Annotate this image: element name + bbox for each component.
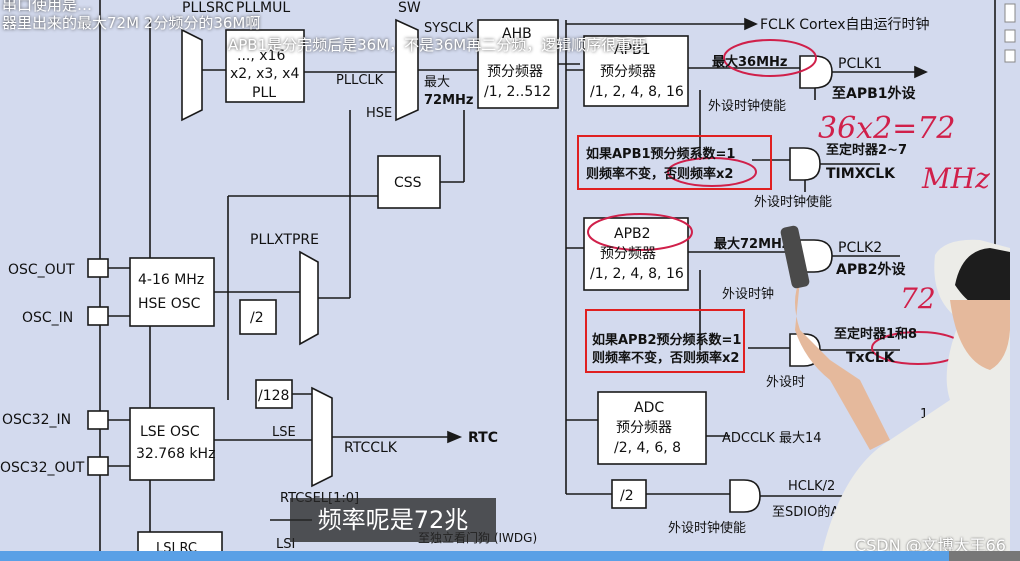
fclk-label: FCLK Cortex自由运行时钟 bbox=[760, 16, 930, 33]
playback-progress-bar[interactable] bbox=[0, 551, 1020, 561]
periph-en3-label: 外设时钟 bbox=[722, 286, 774, 302]
apb1-div: /1, 2, 4, 8, 16 bbox=[590, 84, 684, 100]
ink-circle-36mhz bbox=[723, 39, 817, 77]
scrollbar[interactable] bbox=[1002, 0, 1018, 561]
rtcclk-label: RTCCLK bbox=[344, 440, 398, 456]
lse-osc1: LSE OSC bbox=[140, 424, 200, 440]
ink-circle-x2 bbox=[667, 157, 757, 187]
css-label: CSS bbox=[394, 175, 422, 191]
pll-mult2-label: x2, x3, x4 bbox=[230, 66, 299, 82]
handwritten-72: 72 bbox=[900, 282, 936, 315]
div128-label: /128 bbox=[258, 388, 289, 404]
adc-div: /2, 4, 6, 8 bbox=[614, 440, 681, 456]
rtc-label: RTC bbox=[468, 430, 498, 446]
apb1-sub: 预分频器 bbox=[600, 64, 656, 80]
apb2-note-box bbox=[585, 309, 745, 373]
adc-title: ADC bbox=[634, 400, 664, 416]
subtitle-caption: 频率呢是72兆 bbox=[290, 498, 496, 542]
apb2-sub: 预分频器 bbox=[600, 246, 656, 262]
hse-osc2: HSE OSC bbox=[138, 296, 201, 312]
pclk2-label: PCLK2 bbox=[838, 240, 882, 256]
periph-en4-label: 外设时 bbox=[766, 375, 805, 390]
apb1-periph-label: 至APB1外设 bbox=[832, 85, 917, 102]
ahb-sub: 预分频器 bbox=[487, 64, 543, 80]
adcclk-label: ADCCLK 最大14 bbox=[722, 431, 822, 446]
adc-sub: 预分频器 bbox=[616, 420, 672, 436]
pll-label: PLL bbox=[252, 85, 276, 101]
tim27-label: 至定时器2~7 bbox=[826, 142, 907, 158]
periph-en5-label: 外设时钟使能 bbox=[668, 520, 746, 536]
lse-label: LSE bbox=[272, 425, 296, 440]
hse-osc1: 4-16 MHz bbox=[138, 272, 204, 288]
osc-in-label: OSC_IN bbox=[22, 310, 73, 326]
apb2-periph-label: APB2外设 bbox=[836, 261, 907, 278]
lse-osc2: 32.768 kHz bbox=[136, 446, 215, 462]
remote-clicker bbox=[780, 225, 810, 289]
apb1-note2: 则频率不变，否则频率x2 bbox=[586, 166, 733, 182]
tim18-label: 至定时器1和8 bbox=[834, 326, 917, 342]
apb1-title: APB1 bbox=[614, 42, 651, 58]
playback-progress-fill bbox=[0, 551, 949, 561]
sysclk-label: SYSCLK bbox=[424, 21, 474, 36]
txclk-label: TxCLK bbox=[846, 350, 896, 366]
max72-label: 72MHz bbox=[424, 93, 473, 108]
handwritten-calc: 36x2=72 bbox=[818, 111, 956, 146]
pllclk-label: PLLCLK bbox=[336, 73, 384, 88]
top-note-1: 串口使用是… bbox=[2, 0, 93, 14]
max72apb2-label: 最大72MHz bbox=[714, 236, 789, 252]
csdn-watermark: CSDN @文博大王66 bbox=[854, 536, 1006, 555]
ahb-div: /1, 2..512 bbox=[484, 84, 551, 100]
hse-mux-label: HSE bbox=[366, 106, 392, 121]
apb1-note1: 如果APB1预分频系数=1 bbox=[586, 146, 735, 162]
periph-en2-label: 外设时钟使能 bbox=[754, 194, 832, 210]
top-note-3: APB1是分完频后是36M，不是36M再二分频，逻辑顺序很重要 bbox=[228, 36, 647, 54]
pclk1-label: PCLK1 bbox=[838, 56, 882, 72]
pllmul-label: PLLMUL bbox=[236, 0, 290, 16]
max36-label: 最大36MHz bbox=[712, 54, 787, 70]
apb2-title: APB2 bbox=[614, 226, 651, 242]
sw-label: SW bbox=[398, 0, 421, 16]
pllxtpre-label: PLLXTPRE bbox=[250, 232, 319, 248]
osc32-out-label: OSC32_OUT bbox=[0, 460, 85, 476]
pllsrc-label: PLLSRC bbox=[182, 0, 234, 16]
pll-mult-label: ..., x16 bbox=[237, 48, 285, 64]
osc32-in-label: OSC32_IN bbox=[2, 412, 71, 428]
div2b-label: /2 bbox=[620, 488, 634, 504]
handwritten-mhz: MHz bbox=[921, 162, 990, 195]
hclk2-label: HCLK/2 bbox=[788, 479, 835, 494]
apb2-note1: 如果APB2预分频系数=1 bbox=[592, 332, 741, 348]
apb1-note-box bbox=[577, 135, 772, 190]
timxclk-label: TIMXCLK bbox=[826, 166, 896, 182]
presenter-image bbox=[780, 225, 1010, 561]
apb2-note2: 则频率不变，否则频率x2 bbox=[592, 350, 739, 366]
ink-circle-apb2 bbox=[587, 213, 693, 251]
osc-out-label: OSC_OUT bbox=[8, 262, 75, 278]
scroll-arrows bbox=[1004, 3, 1016, 63]
top-note-2: 器里出来的最大72M 2分频分的36M啊 bbox=[2, 14, 261, 32]
red-highlight-boxes bbox=[577, 135, 772, 373]
periph-en1-label: 外设时钟使能 bbox=[708, 98, 786, 114]
apb2-div: /1, 2, 4, 8, 16 bbox=[590, 266, 684, 282]
max-label: 最大 bbox=[424, 75, 450, 90]
ahb-title: AHB bbox=[502, 26, 532, 42]
div2-label: /2 bbox=[250, 310, 264, 326]
